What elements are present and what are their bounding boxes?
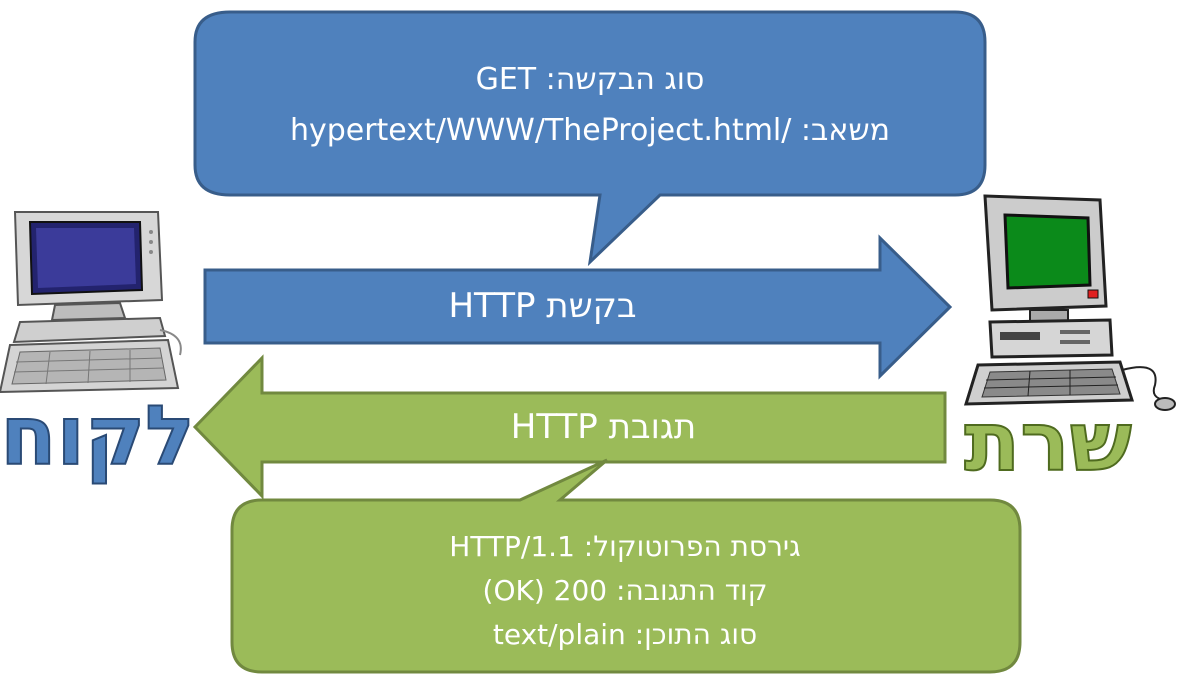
request-arrow	[203, 234, 953, 380]
response-arrow-label: תגובת HTTP	[510, 407, 697, 447]
response-content-type-line: סוג התוכן: text/plain	[492, 618, 758, 651]
response-protocol-line: גירסת הפרוטוקול: HTTP/1.1	[449, 530, 801, 563]
response-arrow	[192, 354, 947, 500]
request-speech-bubble	[193, 10, 987, 267]
client-label: לקוח	[0, 389, 196, 484]
response-status-line: קוד התגובה: 200 (OK)	[482, 574, 768, 607]
request-type-line: סוג הבקשה: GET	[475, 62, 705, 97]
desktop-computer-icon	[963, 194, 1176, 411]
laptop-computer-icon	[0, 211, 182, 394]
request-arrow-label: בקשת HTTP	[448, 286, 637, 326]
request-resource-line: משאב: /hypertext/WWW/TheProject.html	[289, 113, 891, 148]
server-label: שרת	[963, 395, 1133, 490]
response-speech-bubble	[230, 458, 1022, 674]
